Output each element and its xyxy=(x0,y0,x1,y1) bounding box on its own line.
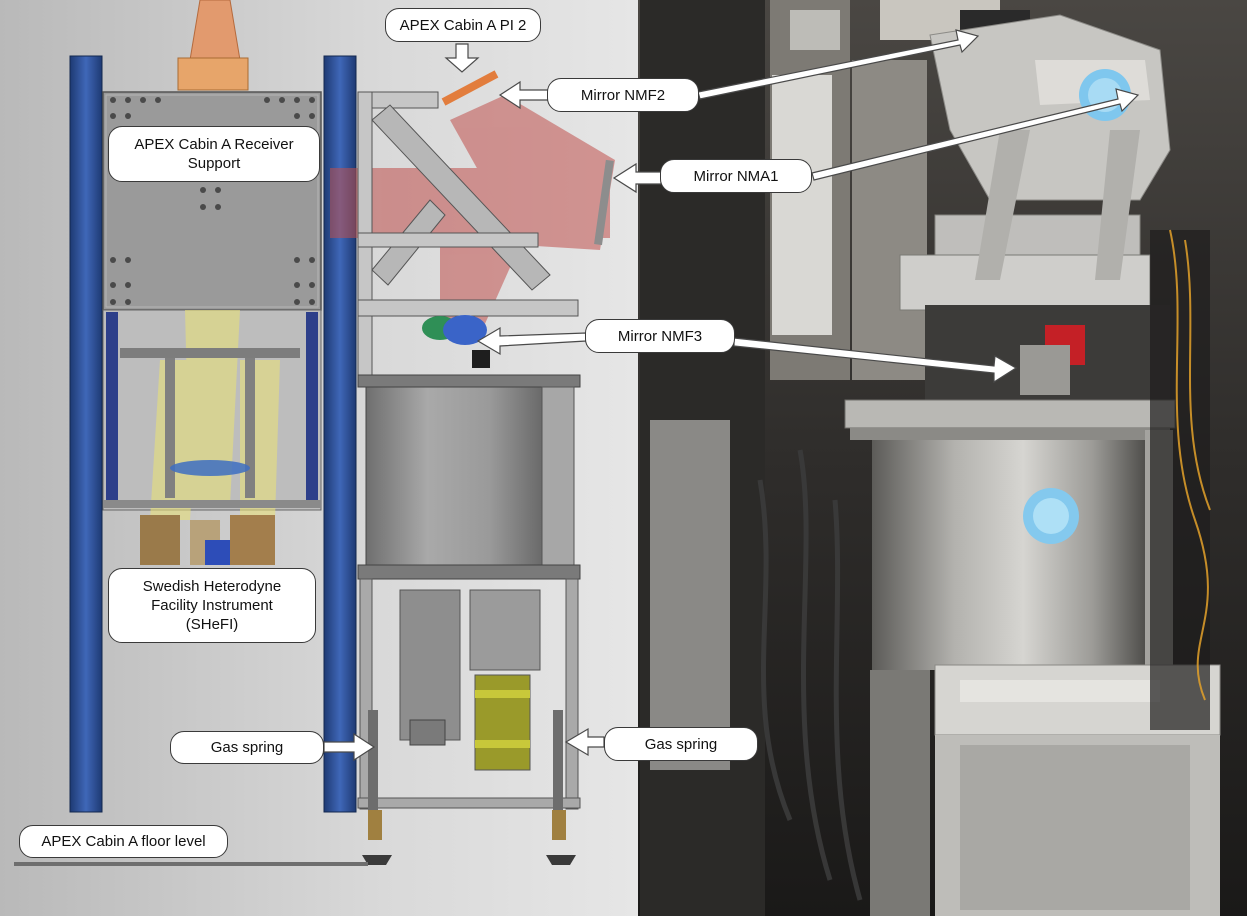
arrow-pi2 xyxy=(444,43,480,73)
arrow-gas-spring-right xyxy=(564,727,605,757)
mirror-nma1-cad xyxy=(594,159,614,246)
cryostat-photo xyxy=(872,440,1147,670)
arrow-nmf3-left xyxy=(476,326,587,356)
label-mirror-nma1: Mirror NMA1 xyxy=(660,159,812,193)
arrow-nma1-left xyxy=(612,162,662,194)
mirror-nmf3-cad xyxy=(422,315,490,368)
arrow-nmf2-left xyxy=(498,80,549,110)
mirror-nmf2-cad xyxy=(441,70,499,106)
label-cabin-pi2: APEX Cabin A PI 2 xyxy=(385,8,541,42)
arrow-nma1-right xyxy=(811,88,1140,181)
arrows xyxy=(323,29,1140,762)
label-gas-spring-left: Gas spring xyxy=(170,731,324,764)
shefi-electronics xyxy=(140,515,275,565)
optical-beam-red xyxy=(330,95,615,335)
cryostat-cad xyxy=(365,386,543,568)
arrow-gas-spring-left xyxy=(323,732,376,762)
receiver-support-plate xyxy=(102,91,322,311)
label-gas-spring-right: Gas spring xyxy=(604,727,758,761)
floor-line xyxy=(14,862,368,866)
left-rail xyxy=(69,55,103,813)
label-floor-level: APEX Cabin A floor level xyxy=(19,825,228,858)
arrow-nmf3-right xyxy=(733,337,1018,384)
label-receiver-support: APEX Cabin A Receiver Support xyxy=(108,126,320,182)
label-mirror-nmf2: Mirror NMF2 xyxy=(547,78,699,112)
photo xyxy=(638,0,1247,916)
label-shefi: Swedish Heterodyne Facility Instrument (… xyxy=(108,568,316,643)
label-mirror-nmf3: Mirror NMF3 xyxy=(585,319,735,353)
arrow-nmf2-right xyxy=(697,29,980,100)
yellow-cylinder xyxy=(474,674,531,771)
